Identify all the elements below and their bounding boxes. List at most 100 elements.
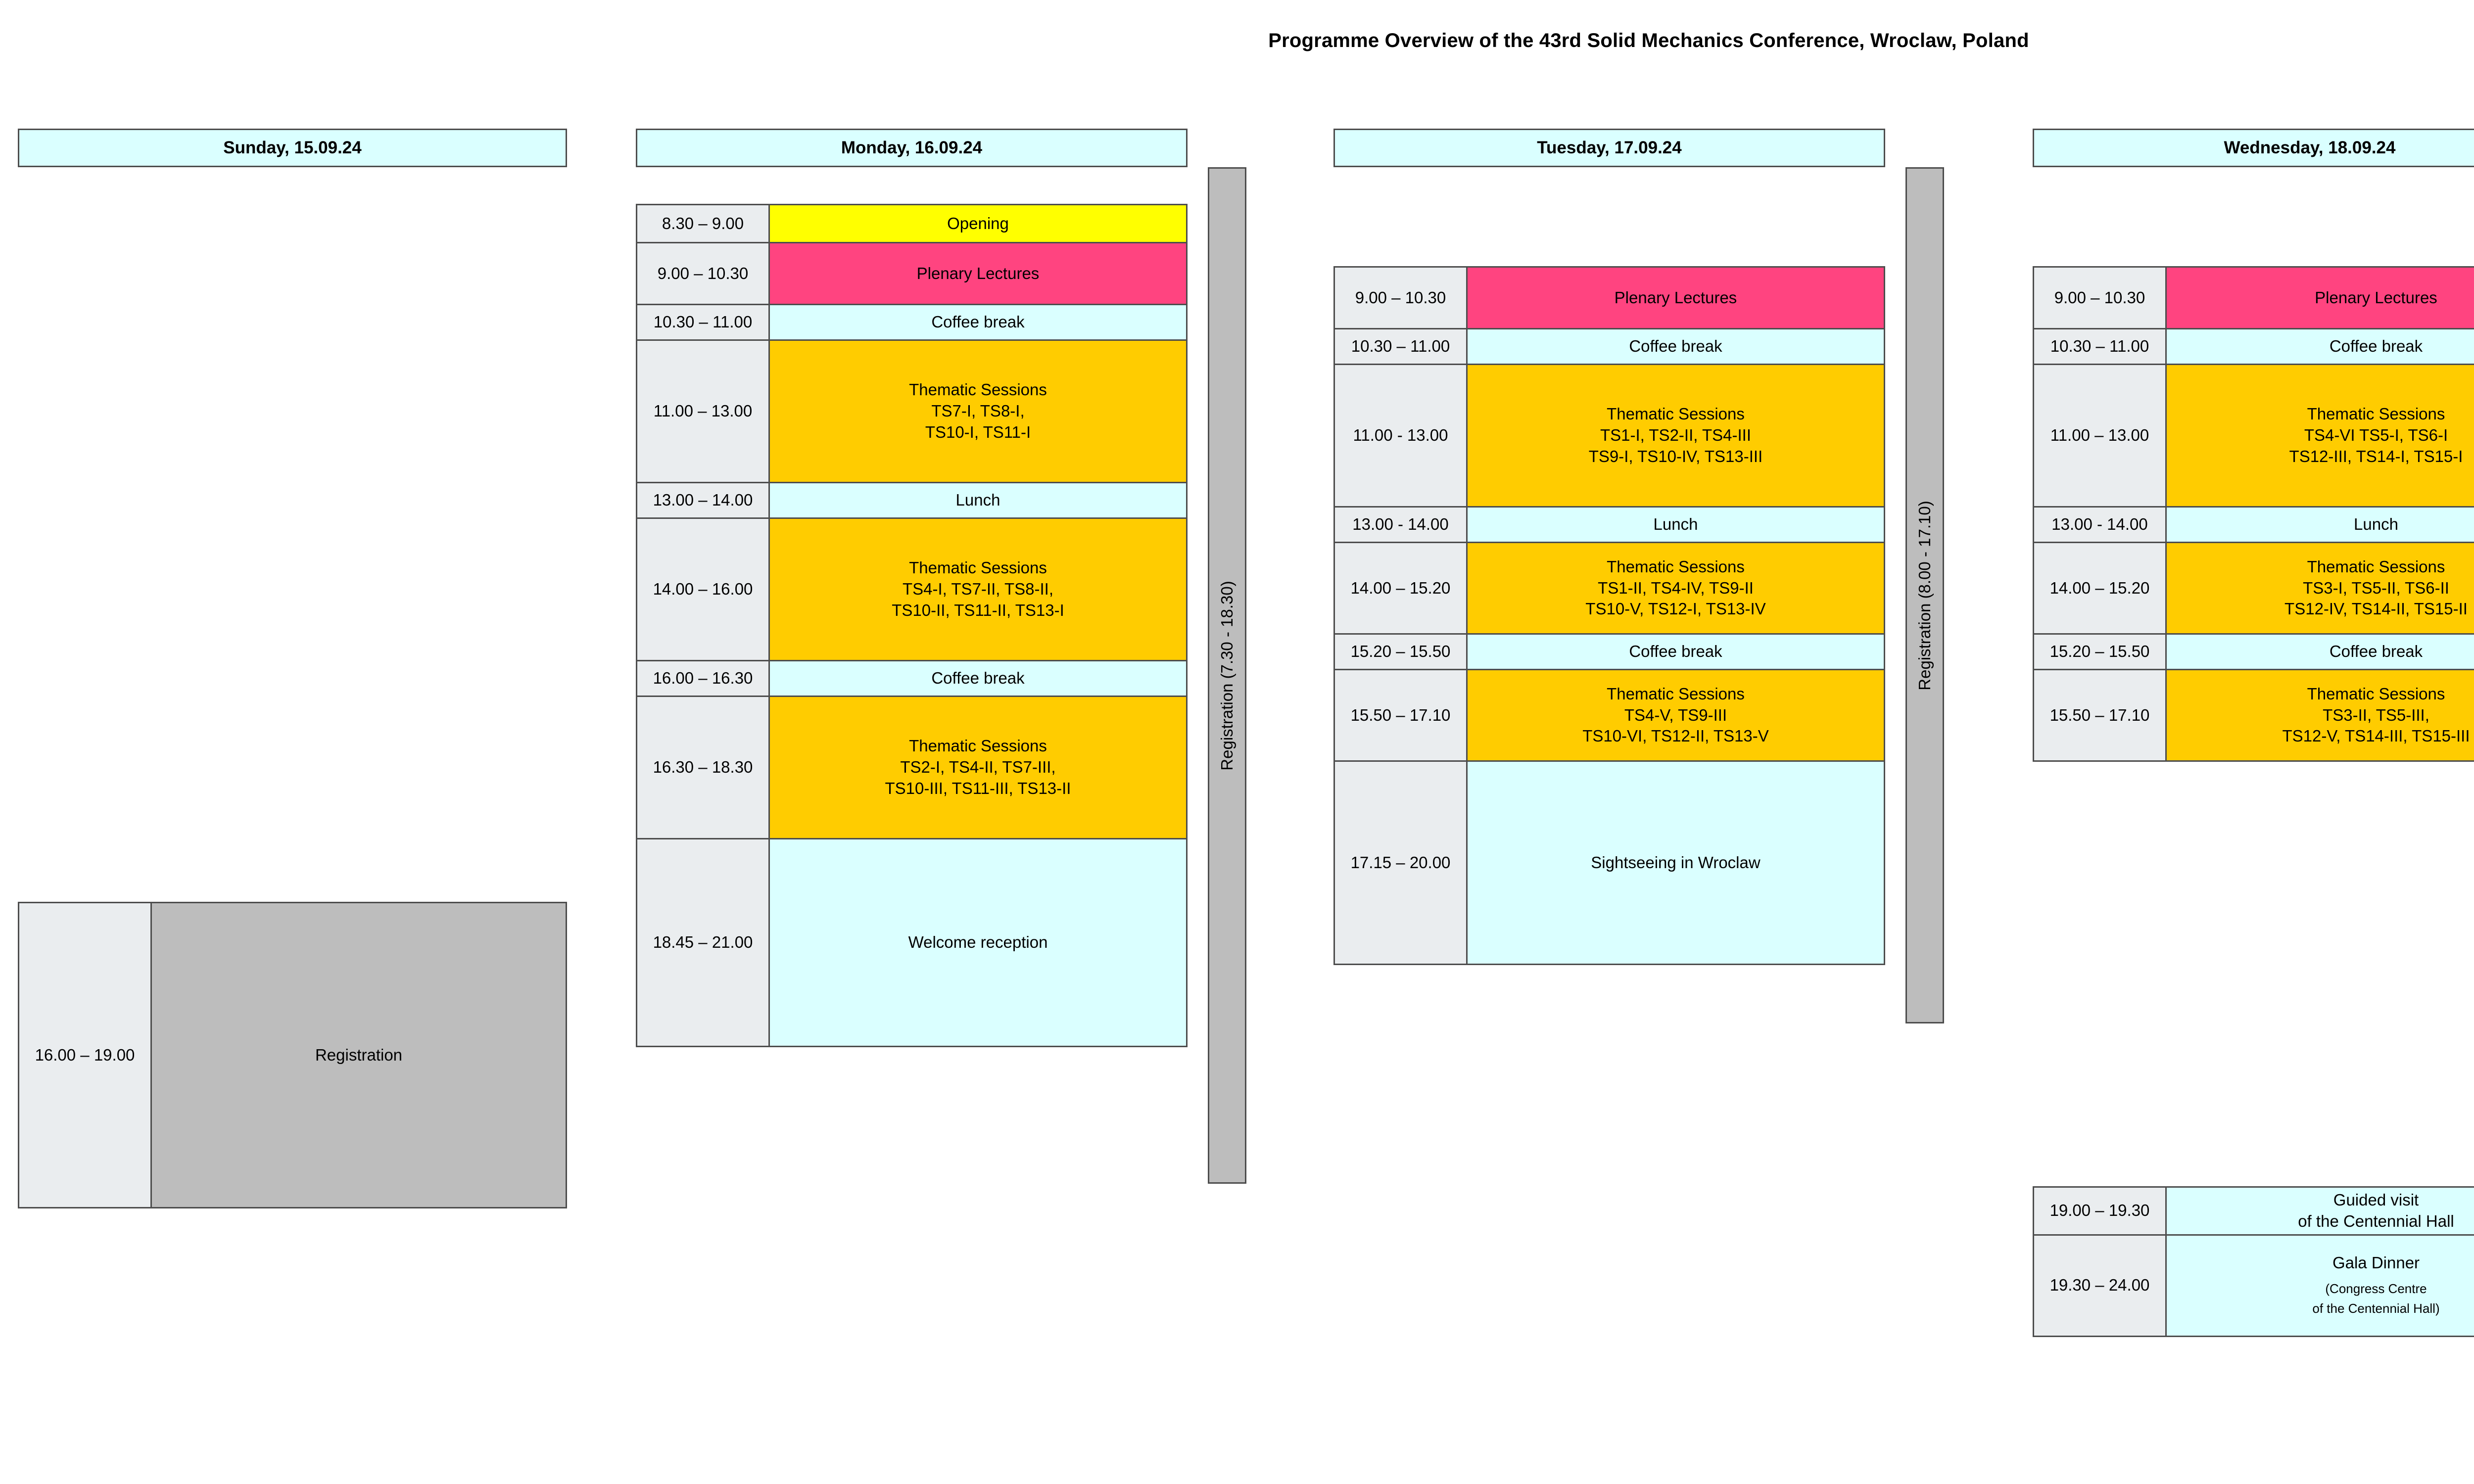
table-row[interactable]: 9.00 – 10.30 Plenary Lectures [1333,266,1885,329]
day-column-monday: Monday, 16.09.24 [636,129,1188,167]
table-row[interactable]: 11.00 - 13.00 Thematic Sessions TS1-I, T… [1333,364,1885,508]
event-cell: Lunch [1466,506,1885,543]
time-cell: 9.00 – 10.30 [636,242,770,305]
time-cell: 9.00 – 10.30 [1333,266,1468,329]
time-cell: 16.00 – 16.30 [636,660,770,697]
time-cell: 15.50 – 17.10 [2033,669,2167,762]
time-cell: 16.00 – 19.00 [18,902,152,1208]
table-row[interactable]: 9.00 – 10.30 Plenary Lectures [2033,266,2474,329]
event-cell: Thematic Sessions TS4-VI TS5-I, TS6-I TS… [2165,364,2474,508]
day-header-monday: Monday, 16.09.24 [636,129,1188,167]
table-row[interactable]: 11.00 – 13.00 Thematic Sessions TS7-I, T… [636,339,1188,483]
schedule-table-wednesday: 9.00 – 10.30 Plenary Lectures 10.30 – 11… [2033,266,2474,762]
event-cell: Thematic Sessions TS2-I, TS4-II, TS7-III… [768,696,1188,839]
event-cell: Gala Dinner (Congress Centre of the Cent… [2165,1234,2474,1337]
table-row[interactable]: 15.20 – 15.50 Coffee break [2033,633,2474,670]
time-cell: 15.20 – 15.50 [2033,633,2167,670]
table-row[interactable]: 14.00 – 16.00 Thematic Sessions TS4-I, T… [636,517,1188,661]
event-cell: Lunch [2165,506,2474,543]
time-cell: 11.00 – 13.00 [2033,364,2167,508]
event-title: Gala Dinner [2332,1253,2420,1272]
day-column-sunday: Sunday, 15.09.24 [18,129,567,167]
table-row[interactable]: 14.00 – 15.20 Thematic Sessions TS3-I, T… [2033,542,2474,635]
event-cell: Thematic Sessions TS1-II, TS4-IV, TS9-II… [1466,542,1885,635]
registration-bar-label: Registration (7.30 - 18.30) [1218,580,1236,771]
table-row[interactable]: 13.00 - 14.00 Lunch [2033,506,2474,543]
time-cell: 14.00 – 15.20 [2033,542,2167,635]
event-cell: Thematic Sessions TS3-I, TS5-II, TS6-II … [2165,542,2474,635]
table-row[interactable]: 10.30 – 11.00 Coffee break [636,304,1188,341]
event-subtitle: (Congress Centre of the Centennial Hall) [2312,1281,2440,1316]
event-cell: Coffee break [2165,633,2474,670]
table-row[interactable]: 16.00 – 16.30 Coffee break [636,660,1188,697]
event-cell: Thematic Sessions TS3-II, TS5-III, TS12-… [2165,669,2474,762]
time-cell: 17.15 – 20.00 [1333,760,1468,965]
registration-bar-monday: Registration (7.30 - 18.30) [1208,167,1246,1184]
table-row[interactable]: 13.00 - 14.00 Lunch [1333,506,1885,543]
day-column-wednesday: Wednesday, 18.09.24 [2033,129,2474,167]
event-cell: Sightseeing in Wroclaw [1466,760,1885,965]
table-row[interactable]: 8.30 – 9.00 Opening [636,204,1188,243]
event-cell: Welcome reception [768,838,1188,1047]
table-row[interactable]: 15.50 – 17.10 Thematic Sessions TS4-V, T… [1333,669,1885,762]
time-cell: 11.00 – 13.00 [636,339,770,483]
day-header-wednesday: Wednesday, 18.09.24 [2033,129,2474,167]
event-cell: Plenary Lectures [2165,266,2474,329]
time-cell: 15.20 – 15.50 [1333,633,1468,670]
table-row[interactable]: 16.30 – 18.30 Thematic Sessions TS2-I, T… [636,696,1188,839]
table-row[interactable]: 17.15 – 20.00 Sightseeing in Wroclaw [1333,760,1885,965]
schedule-table-tuesday: 9.00 – 10.30 Plenary Lectures 10.30 – 11… [1333,266,1885,965]
schedule-table-monday: 8.30 – 9.00 Opening 9.00 – 10.30 Plenary… [636,204,1188,1047]
table-row[interactable]: 9.00 – 10.30 Plenary Lectures [636,242,1188,305]
event-cell: Lunch [768,482,1188,519]
event-cell: Registration [150,902,567,1208]
table-row[interactable]: 19.30 – 24.00 Gala Dinner (Congress Cent… [2033,1234,2474,1337]
event-cell: Coffee break [768,304,1188,341]
registration-bar-label: Registration (8.00 - 17.10) [1915,500,1934,691]
table-row[interactable]: 19.00 – 19.30 Guided visit of the Centen… [2033,1186,2474,1236]
event-cell: Thematic Sessions TS4-V, TS9-III TS10-VI… [1466,669,1885,762]
table-row[interactable]: 13.00 – 14.00 Lunch [636,482,1188,519]
time-cell: 9.00 – 10.30 [2033,266,2167,329]
day-header-tuesday: Tuesday, 17.09.24 [1333,129,1885,167]
time-cell: 19.00 – 19.30 [2033,1186,2167,1236]
time-cell: 10.30 – 11.00 [636,304,770,341]
event-cell: Coffee break [1466,633,1885,670]
time-cell: 19.30 – 24.00 [2033,1234,2167,1337]
time-cell: 18.45 – 21.00 [636,838,770,1047]
time-cell: 14.00 – 15.20 [1333,542,1468,635]
table-row[interactable]: 14.00 – 15.20 Thematic Sessions TS1-II, … [1333,542,1885,635]
time-cell: 10.30 – 11.00 [1333,328,1468,365]
event-cell: Coffee break [768,660,1188,697]
table-row[interactable]: 10.30 – 11.00 Coffee break [1333,328,1885,365]
event-cell: Coffee break [1466,328,1885,365]
event-cell: Plenary Lectures [768,242,1188,305]
time-cell: 16.30 – 18.30 [636,696,770,839]
event-cell: Guided visit of the Centennial Hall [2165,1186,2474,1236]
event-cell: Thematic Sessions TS7-I, TS8-I, TS10-I, … [768,339,1188,483]
event-cell: Plenary Lectures [1466,266,1885,329]
time-cell: 14.00 – 16.00 [636,517,770,661]
table-row[interactable]: 16.00 – 19.00 Registration [18,902,567,1208]
time-cell: 11.00 - 13.00 [1333,364,1468,508]
day-column-tuesday: Tuesday, 17.09.24 [1333,129,1885,167]
registration-bar-tuesday: Registration (8.00 - 17.10) [1905,167,1944,1023]
time-cell: 13.00 - 14.00 [2033,506,2167,543]
event-cell: Coffee break [2165,328,2474,365]
table-row[interactable]: 11.00 – 13.00 Thematic Sessions TS4-VI T… [2033,364,2474,508]
time-cell: 10.30 – 11.00 [2033,328,2167,365]
event-cell: Thematic Sessions TS4-I, TS7-II, TS8-II,… [768,517,1188,661]
time-cell: 13.00 – 14.00 [636,482,770,519]
day-header-sunday: Sunday, 15.09.24 [18,129,567,167]
time-cell: 13.00 - 14.00 [1333,506,1468,543]
schedule-table-wednesday-evening: 19.00 – 19.30 Guided visit of the Centen… [2033,1186,2474,1337]
table-row[interactable]: 15.50 – 17.10 Thematic Sessions TS3-II, … [2033,669,2474,762]
table-row[interactable]: 15.20 – 15.50 Coffee break [1333,633,1885,670]
time-cell: 15.50 – 17.10 [1333,669,1468,762]
time-cell: 8.30 – 9.00 [636,204,770,243]
table-row[interactable]: 10.30 – 11.00 Coffee break [2033,328,2474,365]
table-row[interactable]: 18.45 – 21.00 Welcome reception [636,838,1188,1047]
spacer [2170,1274,2474,1279]
event-cell: Opening [768,204,1188,243]
